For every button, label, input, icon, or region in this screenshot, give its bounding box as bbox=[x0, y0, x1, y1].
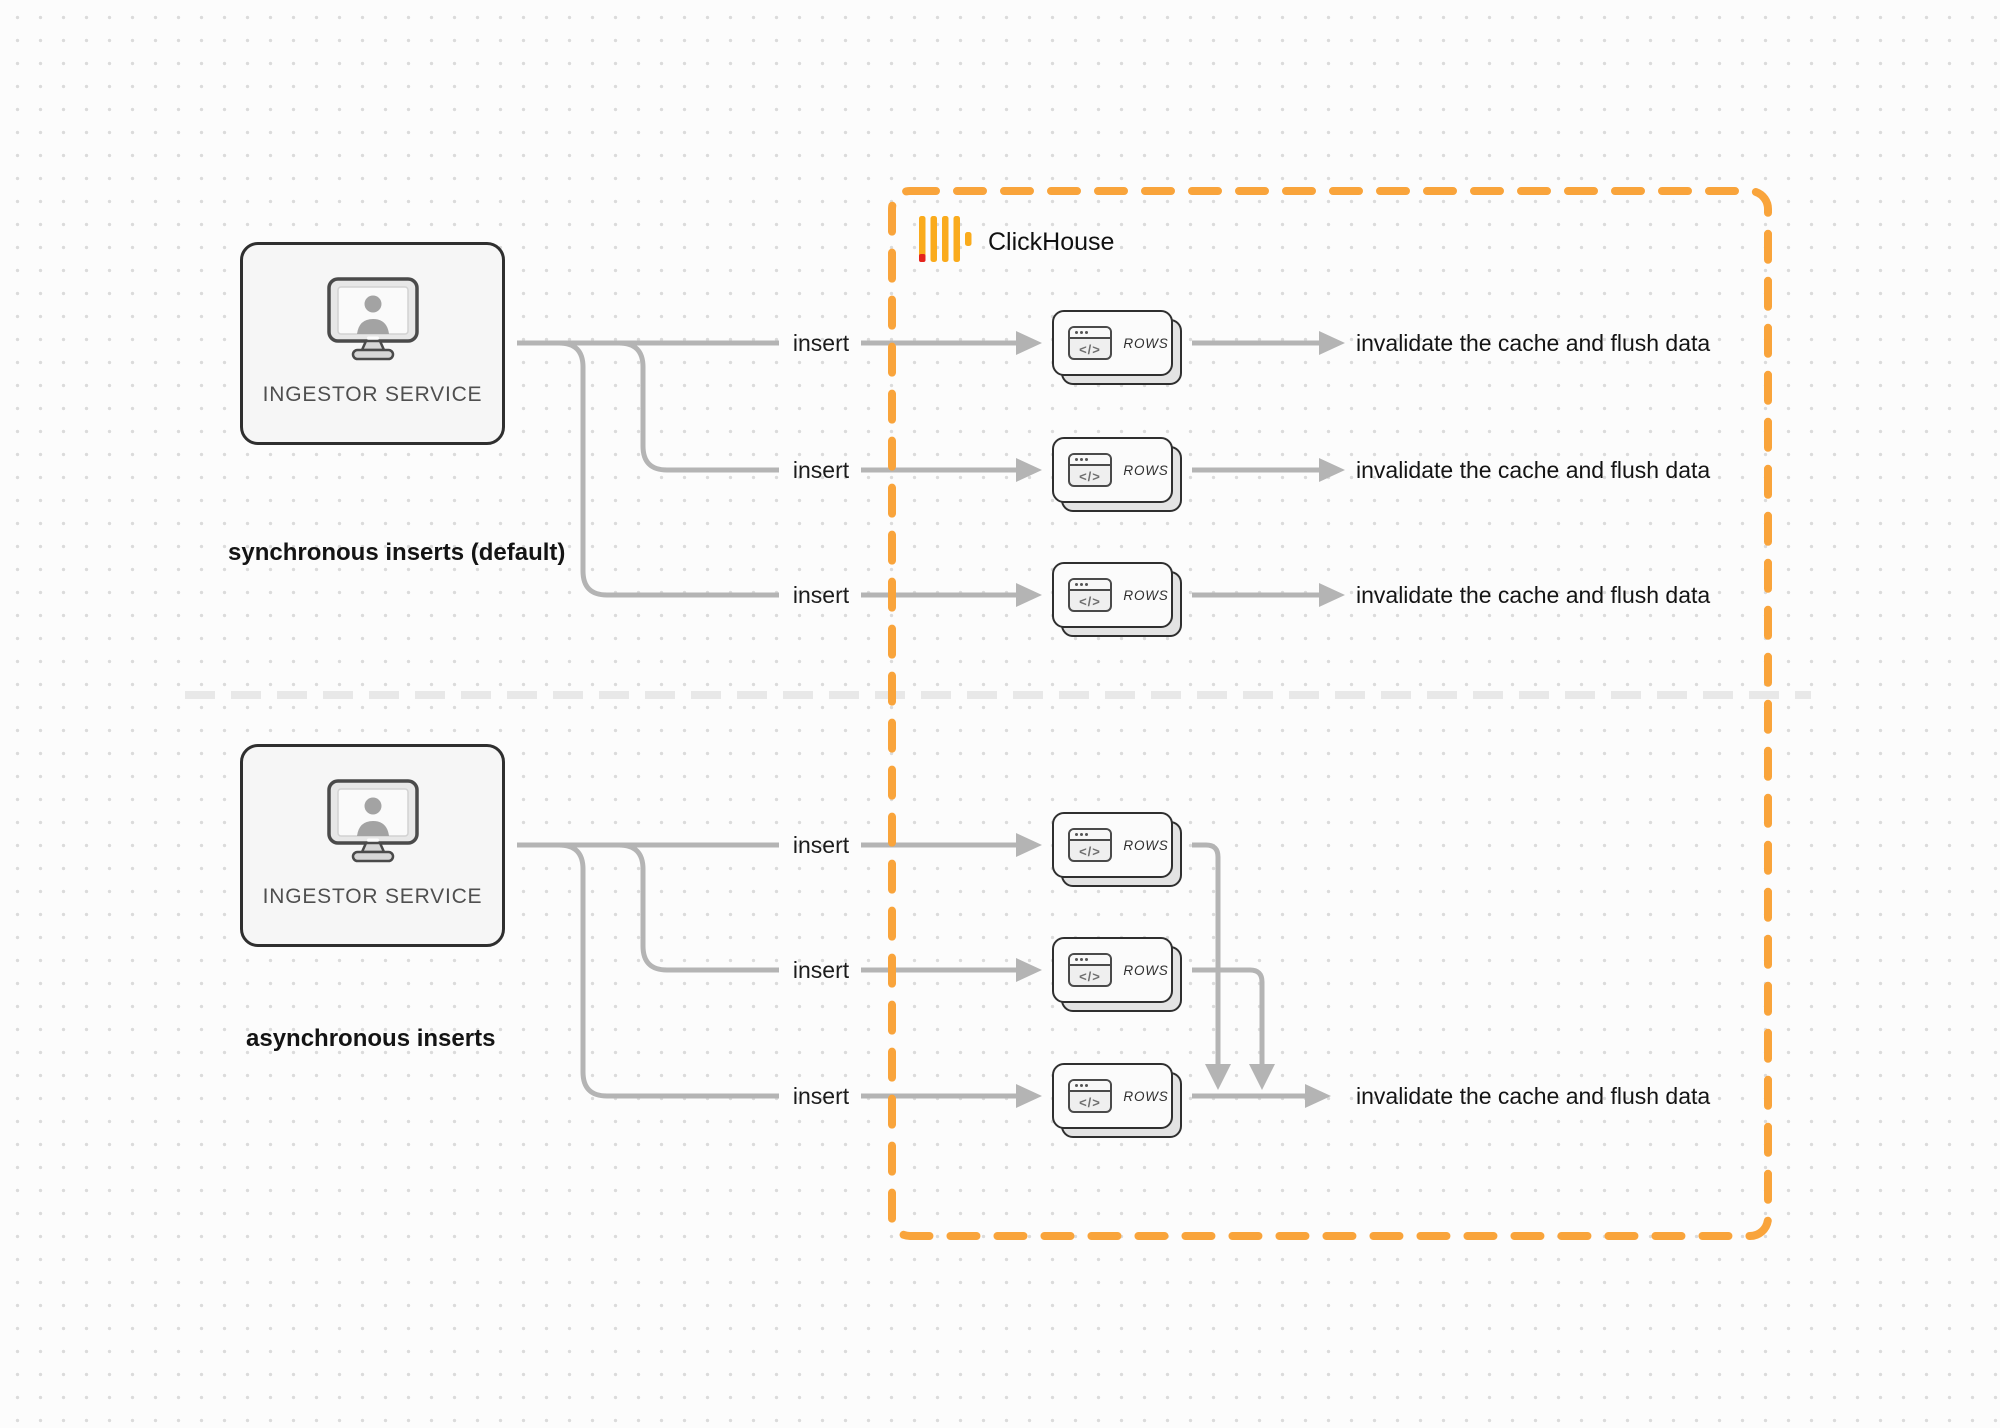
rows-label: ROWS bbox=[1123, 963, 1169, 978]
rows-label: ROWS bbox=[1123, 463, 1169, 478]
ingestor-service-label: INGESTOR SERVICE bbox=[262, 885, 483, 908]
browser-dots-icon bbox=[1070, 580, 1110, 591]
rows-label: ROWS bbox=[1123, 336, 1169, 351]
outcome-label: invalidate the cache and flush data bbox=[1356, 582, 1711, 608]
code-glyph: </> bbox=[1079, 594, 1101, 609]
clickhouse-boundary bbox=[888, 187, 1772, 1240]
arrowhead bbox=[1319, 458, 1345, 482]
rows-node: </> ROWS bbox=[1052, 937, 1183, 1013]
rows-card-face: </> ROWS bbox=[1052, 812, 1173, 878]
insert-label: insert bbox=[792, 957, 850, 983]
rows-card-face: </> ROWS bbox=[1052, 310, 1173, 376]
clickhouse-logo-icon bbox=[919, 216, 972, 262]
rows-label: ROWS bbox=[1123, 588, 1169, 603]
code-glyph: </> bbox=[1079, 969, 1101, 984]
rows-card-face: </> ROWS bbox=[1052, 562, 1173, 628]
monitor-user-icon bbox=[326, 277, 419, 361]
async-wire-row2 bbox=[618, 842, 1016, 973]
browser-dots-icon bbox=[1070, 455, 1110, 466]
monitor-user-icon bbox=[326, 779, 419, 863]
ingestor-service-label: INGESTOR SERVICE bbox=[262, 383, 483, 406]
browser-code-icon: </> bbox=[1068, 953, 1112, 987]
arrowhead bbox=[1016, 833, 1042, 857]
arrowhead-down bbox=[1249, 1064, 1275, 1090]
sync-section-label: synchronous inserts (default) bbox=[228, 539, 566, 566]
rows-label: ROWS bbox=[1123, 838, 1169, 853]
arrowhead bbox=[1016, 331, 1042, 355]
browser-code-icon: </> bbox=[1068, 326, 1112, 360]
code-glyph: </> bbox=[1079, 469, 1101, 484]
sync-wire-row2 bbox=[618, 340, 1016, 473]
arrowhead bbox=[1319, 331, 1345, 355]
rows-node: </> ROWS bbox=[1052, 812, 1183, 888]
clickhouse-title: ClickHouse bbox=[988, 228, 1115, 256]
browser-dots-icon bbox=[1070, 830, 1110, 841]
arrowhead bbox=[1305, 1084, 1331, 1108]
sync-wire-row3 bbox=[558, 340, 1016, 598]
arrowhead bbox=[1016, 583, 1042, 607]
async-wire-row3 bbox=[558, 842, 1016, 1099]
async-section-label: asynchronous inserts bbox=[246, 1025, 496, 1052]
insert-label: insert bbox=[792, 330, 850, 356]
rows-node: </> ROWS bbox=[1052, 310, 1183, 386]
rows-card-face: </> ROWS bbox=[1052, 1063, 1173, 1129]
outcome-label: invalidate the cache and flush data bbox=[1356, 457, 1711, 483]
ingestor-service-node-async: INGESTOR SERVICE bbox=[240, 744, 505, 947]
arrowhead bbox=[1016, 458, 1042, 482]
browser-dots-icon bbox=[1070, 1081, 1110, 1092]
insert-label: insert bbox=[792, 582, 850, 608]
rows-node: </> ROWS bbox=[1052, 437, 1183, 513]
outcome-label: invalidate the cache and flush data bbox=[1356, 1083, 1711, 1109]
outcome-label: invalidate the cache and flush data bbox=[1356, 330, 1711, 356]
clickhouse-header: ClickHouse bbox=[919, 215, 1114, 265]
async-merge-wire-row2 bbox=[1192, 967, 1265, 1064]
rows-node: </> ROWS bbox=[1052, 1063, 1183, 1139]
ingestor-service-node-sync: INGESTOR SERVICE bbox=[240, 242, 505, 445]
rows-label: ROWS bbox=[1123, 1089, 1169, 1104]
browser-code-icon: </> bbox=[1068, 828, 1112, 862]
insert-label: insert bbox=[792, 832, 850, 858]
arrowhead-down bbox=[1205, 1064, 1231, 1090]
browser-code-icon: </> bbox=[1068, 1079, 1112, 1113]
code-glyph: </> bbox=[1079, 844, 1101, 859]
arrowhead bbox=[1016, 958, 1042, 982]
browser-code-icon: </> bbox=[1068, 453, 1112, 487]
rows-node: </> ROWS bbox=[1052, 562, 1183, 638]
insert-label: insert bbox=[792, 1083, 850, 1109]
insert-label: insert bbox=[792, 457, 850, 483]
rows-card-face: </> ROWS bbox=[1052, 937, 1173, 1003]
browser-code-icon: </> bbox=[1068, 578, 1112, 612]
code-glyph: </> bbox=[1079, 1095, 1101, 1110]
arrowhead bbox=[1319, 583, 1345, 607]
async-merge-wire-row1 bbox=[1192, 842, 1221, 1064]
browser-dots-icon bbox=[1070, 328, 1110, 339]
rows-card-face: </> ROWS bbox=[1052, 437, 1173, 503]
browser-dots-icon bbox=[1070, 955, 1110, 966]
arrowhead bbox=[1016, 1084, 1042, 1108]
code-glyph: </> bbox=[1079, 342, 1101, 357]
